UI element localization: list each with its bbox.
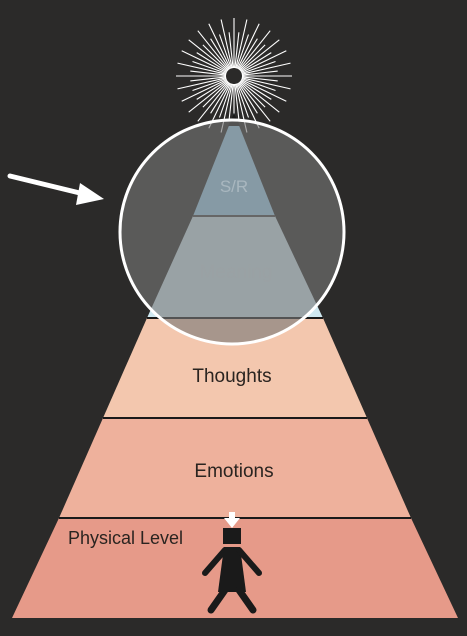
sunburst-ray bbox=[241, 70, 278, 76]
sunburst-ray bbox=[208, 23, 231, 70]
sunburst-ray bbox=[181, 50, 228, 73]
emotions-label: Emotions bbox=[194, 461, 273, 482]
sunburst-ray bbox=[220, 19, 233, 69]
sunburst-ray bbox=[238, 81, 271, 122]
sunburst-ray bbox=[202, 81, 229, 108]
sunburst-ray bbox=[241, 77, 291, 90]
sunburst-ray bbox=[196, 79, 228, 100]
sunburst-ray bbox=[240, 79, 287, 102]
arrow-right-icon bbox=[7, 173, 104, 205]
sunburst-ray bbox=[190, 76, 227, 82]
sunburst-ray bbox=[241, 76, 278, 82]
highlight-circle bbox=[118, 118, 346, 346]
sunburst-ray bbox=[192, 78, 227, 92]
sunburst-ray bbox=[235, 19, 248, 69]
emotions-band bbox=[59, 418, 411, 518]
sunburst-ray bbox=[188, 39, 229, 72]
sunburst-ray bbox=[192, 60, 227, 74]
sunburst-icon bbox=[176, 18, 292, 134]
thoughts-label: Thoughts bbox=[192, 366, 271, 387]
sunburst-ray bbox=[234, 32, 240, 69]
meaning-label: Meaning bbox=[200, 262, 273, 283]
sunburst-ray bbox=[228, 32, 234, 69]
sunburst-ray bbox=[190, 70, 227, 76]
sunburst-ray bbox=[234, 83, 240, 120]
sunburst-ray bbox=[240, 50, 287, 73]
sunburst-ray bbox=[228, 83, 234, 120]
sunburst-ray bbox=[202, 44, 229, 71]
sunburst-ray bbox=[210, 82, 231, 114]
sunburst-ray bbox=[236, 34, 250, 69]
sunburst-ray bbox=[188, 80, 229, 113]
sunburst-ray bbox=[237, 82, 258, 114]
sunburst-ray bbox=[237, 23, 260, 70]
down-arrow-icon bbox=[224, 512, 240, 528]
sunburst-ray bbox=[196, 52, 228, 73]
sunburst-ray bbox=[181, 79, 228, 102]
sunburst-ray bbox=[239, 81, 266, 108]
sunburst-ray bbox=[239, 44, 266, 71]
sunburst-ray bbox=[218, 34, 232, 69]
sunburst-ray bbox=[177, 77, 227, 90]
thoughts-band bbox=[103, 318, 367, 418]
sunburst-ray bbox=[177, 62, 227, 75]
sunburst-ray bbox=[239, 80, 280, 113]
sunburst-ray bbox=[241, 60, 276, 74]
sunburst-ray bbox=[240, 79, 272, 100]
sunburst-ray bbox=[239, 39, 280, 72]
sunburst-ray bbox=[237, 82, 260, 129]
sunburst-ray bbox=[238, 30, 271, 71]
sr-label: S/R bbox=[220, 177, 248, 196]
physical-level-label: Physical Level bbox=[68, 528, 183, 548]
sunburst-ray bbox=[241, 62, 291, 75]
sunburst-ray bbox=[210, 38, 231, 70]
sunburst-ray bbox=[197, 81, 230, 122]
sunburst-ray bbox=[237, 38, 258, 70]
sunburst-ray bbox=[240, 52, 272, 73]
sunburst-ray bbox=[236, 83, 250, 118]
sunburst-ray bbox=[218, 83, 232, 118]
sunburst-ray bbox=[241, 78, 276, 92]
sunburst-ray bbox=[197, 30, 230, 71]
human-figure-icon bbox=[202, 528, 262, 614]
